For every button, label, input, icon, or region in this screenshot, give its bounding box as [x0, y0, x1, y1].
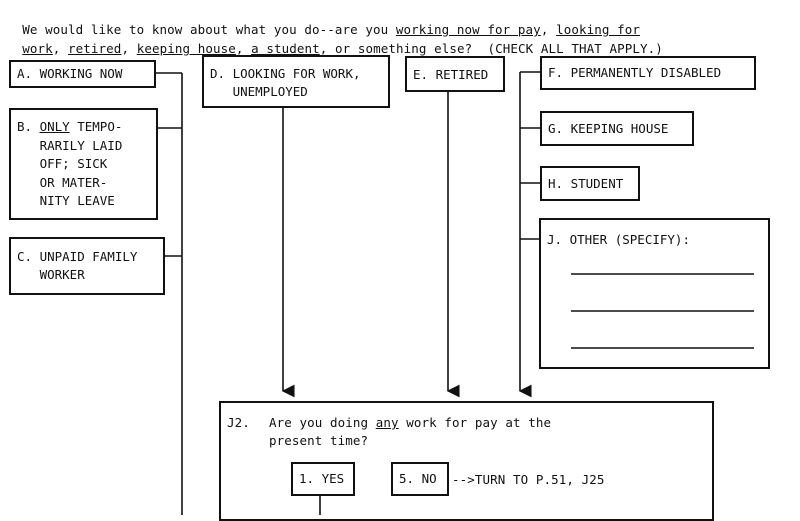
question-retired: retired [68, 41, 122, 56]
option-c-unpaid-family-worker[interactable]: C. UNPAID FAMILY WORKER [9, 237, 165, 295]
option-b-prefix: B. [17, 119, 40, 134]
j2-any: any [375, 415, 399, 430]
option-e-label: E. RETIRED [413, 67, 489, 82]
option-b-laid-off[interactable]: B. ONLY TEMPO- RARILY LAID OFF; SICK OR … [9, 108, 158, 220]
option-f-permanently-disabled[interactable]: F. PERMANENTLY DISABLED [540, 56, 756, 90]
question-sep: , [235, 41, 252, 56]
question-keeping-house: keeping house [136, 41, 236, 56]
j2-yes-option[interactable]: 1. YES [291, 462, 355, 496]
question-text-line1: We would like to know about what you do-… [7, 6, 640, 38]
option-h-label: H. STUDENT [548, 176, 624, 191]
j2-question-box: J2. Are you doing any work for pay at th… [219, 401, 714, 521]
option-e-retired[interactable]: E. RETIRED [405, 56, 505, 92]
j2-no-label: 5. NO [399, 471, 437, 486]
j2-line2: present time? [269, 433, 369, 448]
option-j-label: J. OTHER (SPECIFY): [547, 232, 690, 247]
question-looking-for: looking for [556, 22, 640, 37]
option-c-label: C. UNPAID FAMILY WORKER [17, 249, 138, 282]
option-d-looking-for-work[interactable]: D. LOOKING FOR WORK, UNEMPLOYED [202, 55, 390, 108]
question-line2-rest: , or something else? (CHECK ALL THAT APP… [319, 41, 663, 56]
j2-yes-label: 1. YES [299, 471, 345, 486]
option-b-only: ONLY [39, 119, 70, 134]
question-sep: , [540, 22, 557, 37]
option-h-student[interactable]: H. STUDENT [540, 166, 640, 201]
j2-line1-post: work for pay at the [398, 415, 552, 430]
question-a-student: a student [251, 41, 320, 56]
option-b-label: B. ONLY TEMPO- RARILY LAID OFF; SICK OR … [17, 118, 122, 211]
option-b-rest: TEMPO- RARILY LAID OFF; SICK OR MATER- N… [39, 119, 123, 208]
j2-skip-instruction: -->TURN TO P.51, J25 [452, 472, 605, 487]
question-sep: , [52, 41, 69, 56]
option-d-label: D. LOOKING FOR WORK, UNEMPLOYED [210, 66, 361, 99]
option-g-label: G. KEEPING HOUSE [548, 121, 669, 136]
question-line1-pre: We would like to know about what you do-… [22, 22, 396, 37]
question-work: work [22, 41, 53, 56]
j2-label: J2. [227, 415, 250, 430]
j2-no-option[interactable]: 5. NO [391, 462, 449, 496]
option-f-label: F. PERMANENTLY DISABLED [548, 65, 722, 80]
option-a-label: A. WORKING NOW [17, 66, 123, 81]
j2-line1-pre: Are you doing [269, 415, 376, 430]
option-j-other-specify[interactable]: J. OTHER (SPECIFY): [539, 218, 770, 369]
option-a-working-now[interactable]: A. WORKING NOW [9, 60, 156, 88]
question-sep: , [121, 41, 137, 56]
j2-line1: Are you doing any work for pay at the [269, 415, 551, 431]
question-working-now: working now for pay [395, 22, 541, 37]
question-text-line2: work, retired, keeping house, a student,… [7, 25, 663, 57]
option-g-keeping-house[interactable]: G. KEEPING HOUSE [540, 111, 694, 146]
